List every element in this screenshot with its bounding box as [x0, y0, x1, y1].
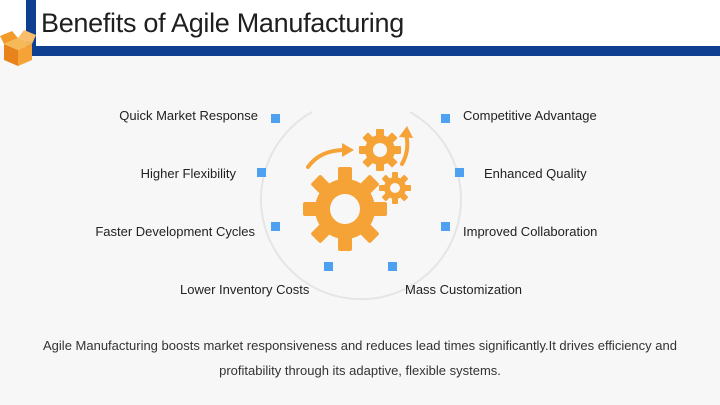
marker-mass-customization	[388, 262, 397, 271]
marker-faster-development-cycles	[271, 222, 280, 231]
marker-enhanced-quality	[455, 168, 464, 177]
benefit-label-competitive-advantage: Competitive Advantage	[463, 108, 597, 123]
marker-improved-collaboration	[441, 222, 450, 231]
benefit-label-mass-customization: Mass Customization	[405, 282, 523, 297]
benefit-label-lower-inventory-costs: Lower Inventory Costs	[180, 282, 310, 297]
benefit-label-higher-flexibility: Higher Flexibility	[140, 166, 236, 181]
gears-icon	[303, 126, 413, 251]
marker-lower-inventory-costs	[324, 262, 333, 271]
header-background	[0, 0, 720, 46]
benefit-label-quick-market-response: Quick Market Response	[119, 108, 258, 123]
marker-quick-market-response	[271, 114, 280, 123]
title-accent-bar	[26, 46, 720, 56]
summary-text: Agile Manufacturing boosts market respon…	[43, 338, 677, 378]
benefits-diagram: Quick Market Response Higher Flexibility…	[95, 108, 598, 301]
page-title: Benefits of Agile Manufacturing	[41, 8, 404, 38]
marker-competitive-advantage	[441, 114, 450, 123]
marker-higher-flexibility	[257, 168, 266, 177]
benefit-label-improved-collaboration: Improved Collaboration	[463, 224, 598, 239]
benefit-label-faster-development-cycles: Faster Development Cycles	[95, 224, 255, 239]
title-accent-vertical	[26, 0, 36, 56]
open-box-icon	[0, 30, 36, 66]
benefit-label-enhanced-quality: Enhanced Quality	[484, 166, 587, 181]
